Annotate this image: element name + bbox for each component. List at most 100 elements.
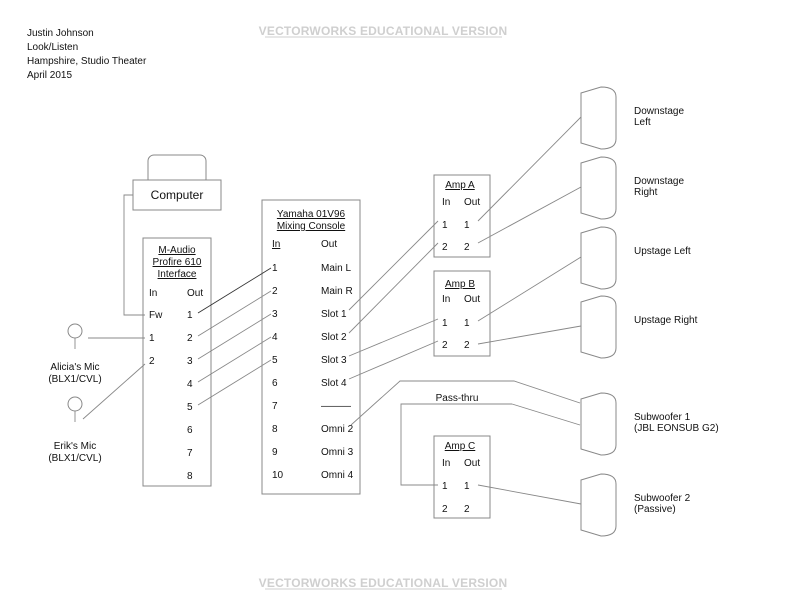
computer: Computer (132, 154, 222, 211)
amp-c-in-header: In (442, 458, 450, 469)
speaker-icon (580, 473, 617, 537)
wire-computer-fw (123, 194, 145, 316)
console-output-4: Slot 2 (321, 332, 347, 343)
console-input-4: 4 (272, 332, 278, 343)
wire-iface4-console4 (197, 336, 272, 383)
mic-erik: Erik's Mic (BLX1/CVL) (48, 396, 102, 464)
wire-ampa2-dsr (477, 186, 582, 244)
watermark-text-top: VECTORWORKS EDUCATIONAL VERSION (259, 24, 508, 38)
amp-c-out-2: 2 (464, 504, 470, 515)
interface-out-header: Out (187, 288, 203, 299)
audio-interface: M-Audio Profire 610 Interface In Out Fw1… (142, 237, 212, 487)
computer-box (132, 179, 222, 211)
speaker-icon (580, 226, 617, 290)
title-block: Justin Johnson Look/Listen Hampshire, St… (27, 28, 147, 81)
console-input-8: 8 (272, 424, 278, 435)
amp-c-out-1: 1 (464, 481, 470, 492)
speaker-6: Subwoofer 2(Passive) (580, 473, 691, 537)
amp-a: Amp A In Out 1 1 2 2 (433, 174, 491, 258)
console-box (261, 199, 361, 495)
amp-c-box (433, 435, 491, 519)
wire-ampb2-usr (477, 325, 582, 345)
amp-a-in-2: 2 (442, 242, 448, 253)
computer-label: Computer (151, 188, 204, 202)
amp-b-out-header: Out (464, 294, 480, 305)
wire-slot1-ampa1 (348, 220, 439, 311)
interface-output-6: 6 (187, 425, 193, 436)
interface-output-1: 1 (187, 310, 193, 321)
interface-output-3: 3 (187, 356, 193, 367)
interface-output-7: 7 (187, 448, 193, 459)
speaker-sublabel-5: (JBL EONSUB G2) (634, 423, 719, 434)
amp-c-in-2: 2 (442, 504, 448, 515)
drawing-date: April 2015 (27, 70, 72, 81)
designer-name: Justin Johnson (27, 28, 94, 39)
interface-input-2: 1 (149, 333, 155, 344)
speaker-label-4: Upstage Right (634, 315, 698, 326)
amp-c-in-1: 1 (442, 481, 448, 492)
wire-iface3-console3 (197, 313, 272, 360)
interface-output-5: 5 (187, 402, 193, 413)
speaker-icon (580, 86, 617, 150)
amp-a-out-2: 2 (464, 242, 470, 253)
wire-omni2-sub1 (350, 380, 581, 426)
mic-erik-name: Erik's Mic (54, 441, 96, 452)
speaker-icon (580, 392, 617, 456)
interface-input-3: 2 (149, 356, 155, 367)
speaker-label-1: Downstage (634, 106, 684, 117)
interface-title-line1: M-Audio (158, 245, 196, 256)
speaker-3: Upstage Left (580, 226, 691, 290)
console-title-line1: Yamaha 01V96 (277, 209, 346, 220)
mic-alicia-model: (BLX1/CVL) (48, 374, 101, 385)
venue-name: Hampshire, Studio Theater (27, 56, 147, 67)
speaker-label-6: Subwoofer 2 (634, 493, 691, 504)
console-output-8: Omni 2 (321, 424, 354, 435)
amp-c: Amp C In Out 1 1 2 2 (433, 435, 491, 519)
console-input-9: 9 (272, 447, 278, 458)
amp-a-title: Amp A (445, 180, 475, 191)
microphone-icon (67, 396, 83, 412)
speaker-5: Subwoofer 1(JBL EONSUB G2) (580, 392, 719, 456)
wire-ampc1-sub2 (477, 484, 582, 505)
amp-b-box (433, 270, 491, 357)
amp-a-in-1: 1 (442, 220, 448, 231)
speaker-label-2: Downstage (634, 176, 684, 187)
amp-b-in-2: 2 (442, 340, 448, 351)
wire-slot4-ampb2 (348, 340, 439, 380)
wire-slot3-ampb1 (348, 318, 439, 357)
amp-c-out-header: Out (464, 458, 480, 469)
wire-iface1-console1 (197, 267, 272, 314)
speaker-icon (580, 295, 617, 359)
console-title-line2: Mixing Console (277, 221, 346, 232)
speaker-label-5: Subwoofer 1 (634, 412, 691, 423)
console-input-1: 1 (272, 263, 278, 274)
watermark-text-bottom: VECTORWORKS EDUCATIONAL VERSION (259, 576, 508, 590)
speaker-sublabel-2: Right (634, 187, 658, 198)
pass-thru-label: Pass-thru (436, 393, 479, 404)
console-input-10: 10 (272, 470, 284, 481)
interface-input-1: Fw (149, 310, 163, 321)
interface-output-4: 4 (187, 379, 193, 390)
console-output-6: Slot 4 (321, 378, 347, 389)
speaker-sublabel-1: Left (634, 117, 651, 128)
mic-alicia: Alicia's Mic (BLX1/CVL) (48, 323, 102, 385)
console-output-2: Main R (321, 286, 353, 297)
wire-passthru-sub1 (511, 403, 581, 426)
interface-box (142, 237, 212, 487)
interface-title-line3: Interface (158, 269, 197, 280)
console-output-3: Slot 1 (321, 309, 347, 320)
amp-b-out-2: 2 (464, 340, 470, 351)
wire-slot2-ampa2 (348, 242, 439, 334)
interface-title-line2: Profire 610 (153, 257, 202, 268)
wire-ampa1-dsl (477, 116, 582, 222)
console-output-10: Omni 4 (321, 470, 354, 481)
amp-c-title: Amp C (445, 441, 476, 452)
amp-b-title: Amp B (445, 279, 475, 290)
console-output-7: ——— (321, 401, 351, 412)
amp-b-in-header: In (442, 294, 450, 305)
company-name: Look/Listen (27, 42, 78, 53)
speaker-icon (580, 156, 617, 220)
speaker-4: Upstage Right (580, 295, 698, 359)
